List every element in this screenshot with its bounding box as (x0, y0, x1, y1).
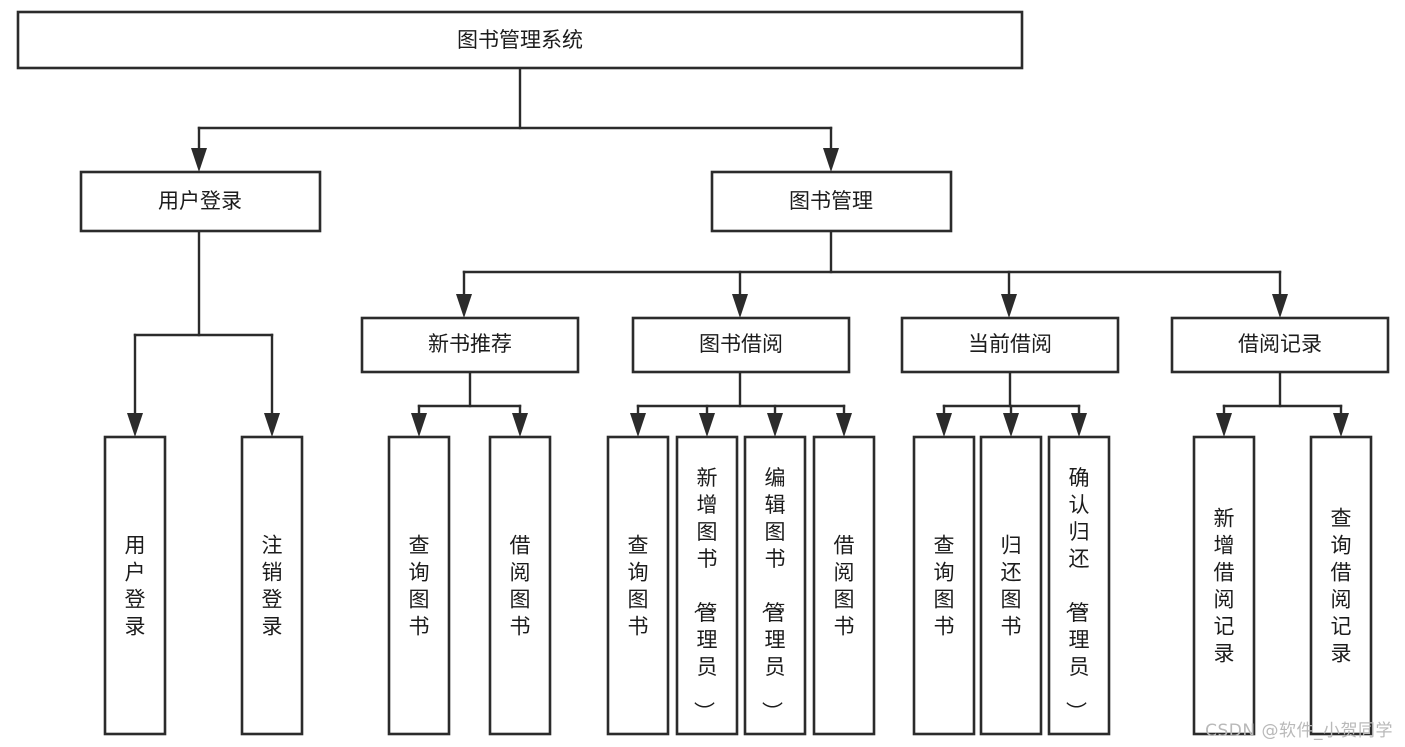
arrow-head-leaf-new-book-1 (411, 413, 427, 437)
arrow-head-leaf-current-3 (1071, 413, 1087, 437)
arrow-head-leaf-new-book-2 (512, 413, 528, 437)
connector-layer (127, 66, 1349, 437)
arrow-head-leaf-borrow-4 (836, 413, 852, 437)
leaf-node-record-add-label: 新增借阅记录 (1214, 507, 1235, 666)
node-new-book-recommend-box[interactable] (360, 316, 580, 374)
leaf-node-borrow-add-book-box[interactable] (675, 435, 739, 736)
leaf-node-current-query[interactable]: 查询图书 (912, 435, 976, 736)
node-current-borrow-box[interactable] (900, 316, 1120, 374)
leaf-node-current-confirm-return-box[interactable] (1047, 435, 1111, 736)
node-root-system[interactable]: 图书管理系统 (16, 10, 1024, 70)
arrow-head-leaf-current-1 (936, 413, 952, 437)
leaf-node-borrow-add-book[interactable]: 新增图书（管理员） (675, 435, 739, 736)
leaf-node-borrow-edit-book[interactable]: 编辑图书（管理员） (743, 435, 807, 736)
leaf-node-current-return-label: 归还图书 (1001, 534, 1022, 639)
leaf-node-user-logout-label: 注销登录 (262, 534, 283, 639)
node-borrow-record-label: 借阅记录 (1238, 332, 1322, 356)
leaf-node-borrow-edit-book-label: 编辑图书（管理员） (760, 466, 786, 722)
arrow-head-book-borrow (732, 294, 748, 318)
node-book-borrow-box[interactable] (631, 316, 851, 374)
leaf-node-newbook-borrow-label: 借阅图书 (510, 534, 531, 639)
arrow-head-leaf-record-2 (1333, 413, 1349, 437)
arrow-head-new-book (456, 294, 472, 318)
node-root-system-label: 图书管理系统 (457, 28, 583, 52)
arrow-head-leaf-user-login-2 (264, 413, 280, 437)
arrow-head-leaf-borrow-2 (699, 413, 715, 437)
leaf-node-borrow-borrow-book[interactable]: 借阅图书 (812, 435, 876, 736)
leaf-node-current-confirm-return-label: 确认归还（管理员） (1064, 466, 1090, 722)
leaf-node-newbook-borrow-box[interactable] (488, 435, 552, 736)
node-user-login-label: 用户登录 (158, 189, 242, 213)
leaf-node-current-query-label: 查询图书 (934, 534, 955, 639)
node-new-book-recommend-label: 新书推荐 (428, 332, 512, 356)
leaf-node-borrow-query-label: 查询图书 (628, 534, 649, 639)
node-book-management-label: 图书管理 (789, 189, 873, 213)
csdn-watermark: CSDN @软件_小贺同学 (1205, 721, 1393, 741)
leaf-node-borrow-borrow-book-box[interactable] (812, 435, 876, 736)
leaf-node-record-query-box[interactable] (1309, 435, 1373, 736)
leaf-node-newbook-query[interactable]: 查询图书 (387, 435, 451, 736)
arrow-head-user-login (191, 148, 207, 172)
arrow-head-leaf-record-1 (1216, 413, 1232, 437)
arrow-head-leaf-user-login-1 (127, 413, 143, 437)
arrow-head-borrow-record (1272, 294, 1288, 318)
leaf-node-borrow-add-book-label: 新增图书（管理员） (692, 466, 718, 722)
node-current-borrow-label: 当前借阅 (968, 332, 1052, 356)
leaf-node-newbook-query-label: 查询图书 (409, 534, 430, 639)
node-user-login[interactable]: 用户登录 (79, 170, 322, 233)
node-root-system-box[interactable] (16, 10, 1024, 70)
leaf-node-record-add-box[interactable] (1192, 435, 1256, 736)
leaf-node-user-logout[interactable]: 注销登录 (240, 435, 304, 736)
leaf-node-record-query-label: 查询借阅记录 (1331, 507, 1352, 666)
leaf-node-user-login-login[interactable]: 用户登录 (103, 435, 167, 736)
leaf-node-current-return[interactable]: 归还图书 (979, 435, 1043, 736)
leaf-node-current-query-box[interactable] (912, 435, 976, 736)
arrow-head-current-borrow (1001, 294, 1017, 318)
arrow-head-book-mgmt (823, 148, 839, 172)
leaf-node-borrow-query[interactable]: 查询图书 (606, 435, 670, 736)
node-new-book-recommend[interactable]: 新书推荐 (360, 316, 580, 374)
node-borrow-record[interactable]: 借阅记录 (1170, 316, 1390, 374)
leaf-node-user-logout-box[interactable] (240, 435, 304, 736)
leaf-node-record-add[interactable]: 新增借阅记录 (1192, 435, 1256, 736)
leaf-node-borrow-borrow-book-label: 借阅图书 (834, 534, 855, 639)
node-book-management[interactable]: 图书管理 (710, 170, 953, 233)
arrow-head-leaf-borrow-1 (630, 413, 646, 437)
leaf-node-borrow-edit-book-box[interactable] (743, 435, 807, 736)
node-current-borrow[interactable]: 当前借阅 (900, 316, 1120, 374)
node-borrow-record-box[interactable] (1170, 316, 1390, 374)
arrow-head-leaf-current-2 (1003, 413, 1019, 437)
leaf-node-user-login-login-label: 用户登录 (125, 534, 146, 639)
node-book-borrow[interactable]: 图书借阅 (631, 316, 851, 374)
leaf-node-record-query[interactable]: 查询借阅记录 (1309, 435, 1373, 736)
leaf-node-newbook-borrow[interactable]: 借阅图书 (488, 435, 552, 736)
leaf-node-newbook-query-box[interactable] (387, 435, 451, 736)
arrow-head-leaf-borrow-3 (767, 413, 783, 437)
leaf-node-borrow-query-box[interactable] (606, 435, 670, 736)
node-book-management-box[interactable] (710, 170, 953, 233)
node-user-login-box[interactable] (79, 170, 322, 233)
leaf-node-current-return-box[interactable] (979, 435, 1043, 736)
leaf-node-current-confirm-return[interactable]: 确认归还（管理员） (1047, 435, 1111, 736)
node-book-borrow-label: 图书借阅 (699, 332, 783, 356)
leaf-node-user-login-login-box[interactable] (103, 435, 167, 736)
